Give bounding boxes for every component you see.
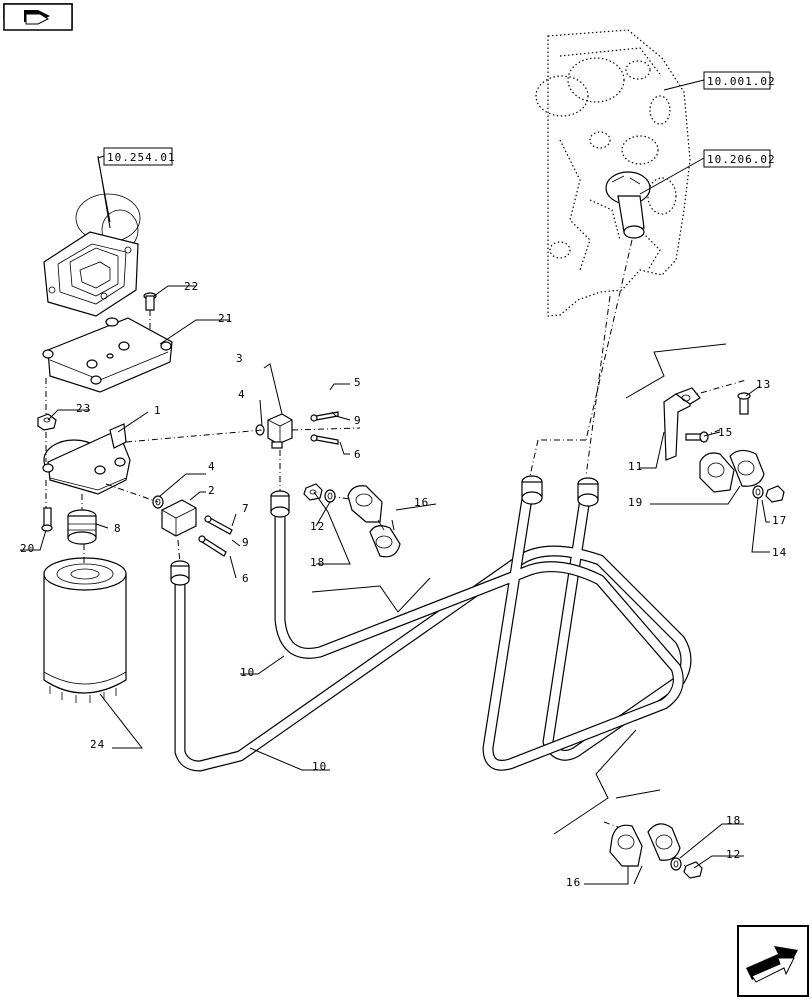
book-arrow-icon[interactable] [3,3,73,31]
callout-19: 19 [628,496,643,509]
callout-21: 21 [218,312,233,325]
clamp-16-upper [347,485,401,558]
adapter-2 [161,499,197,537]
filter-cartridge [43,557,127,703]
break-lines [311,343,727,835]
callout-15: 15 [718,426,733,439]
callout-1: 1 [154,404,162,417]
leader-lines [20,155,770,885]
bolt-13 [737,392,751,415]
connector-3 [267,413,293,449]
bracket-11 [663,387,701,461]
callout-8: 8 [114,522,122,535]
callout-5: 5 [354,376,362,389]
next-page-arrow-icon[interactable] [737,925,809,997]
assembly-lines [45,239,759,869]
callout-2: 2 [208,484,216,497]
reference-oil-cooler[interactable]: 10.254.01 [97,147,176,223]
washer-14 [752,485,764,499]
washer-18-upper [324,489,336,503]
clamp-16-lower [609,823,681,867]
washer-18-lower [670,857,682,871]
engine-block [535,29,691,317]
bolt-22 [143,292,157,311]
callout-4-lower: 4 [208,460,216,473]
bolt-5 [310,411,339,422]
ref-oil-cooler-text: 10.254.01 [107,151,176,164]
callout-9-lower: 9 [242,536,250,549]
callout-6-lower: 6 [242,572,250,585]
filter-head [42,423,131,495]
tube-fittings [170,475,599,586]
callout-7: 7 [242,502,250,515]
nut-17 [765,485,785,503]
adapter-plate [42,317,173,393]
callout-6-upper: 6 [354,448,362,461]
callout-10-lower: 10 [312,760,327,773]
oil-cooler-housing [43,193,141,317]
callout-12-lower: 12 [726,848,741,861]
callout-16-lower: 16 [566,876,581,889]
callout-18-lower: 18 [726,814,741,827]
callout-10-upper: 10 [240,666,255,679]
nipple-8 [67,509,97,545]
callout-12-upper: 12 [310,520,325,533]
callout-22: 22 [184,280,199,293]
callout-11: 11 [628,460,643,473]
callout-24: 24 [90,738,105,751]
callout-4-upper: 4 [238,388,246,401]
callout-9-upper: 9 [354,414,362,427]
bolt-6-upper [310,434,339,445]
nut-12-upper [303,483,323,501]
callout-3: 3 [236,352,244,365]
ref-engine-block-text: 10.001.02 [707,75,776,88]
clamp-19 [699,449,765,493]
bolt-6-lower [198,535,227,557]
bolt-15 [685,431,709,443]
callout-13: 13 [756,378,771,391]
callout-16-upper: 16 [414,496,429,509]
callout-14: 14 [772,546,787,559]
callout-labels: 22 21 23 1 3 4 5 9 6 4 2 7 9 6 8 20 24 1… [20,280,787,889]
reference-filter-support[interactable]: 10.206.02 [639,149,776,195]
bolt-7 [204,515,233,535]
callout-18-upper: 18 [310,556,325,569]
callout-23: 23 [76,402,91,415]
nut-23 [37,413,57,431]
reference-engine-block[interactable]: 10.001.02 [663,71,776,91]
bolt-20 [41,507,53,532]
callout-17: 17 [772,514,787,527]
oil-tubes [174,486,692,772]
ref-filter-support-text: 10.206.02 [707,153,776,166]
callout-20: 20 [20,542,35,555]
